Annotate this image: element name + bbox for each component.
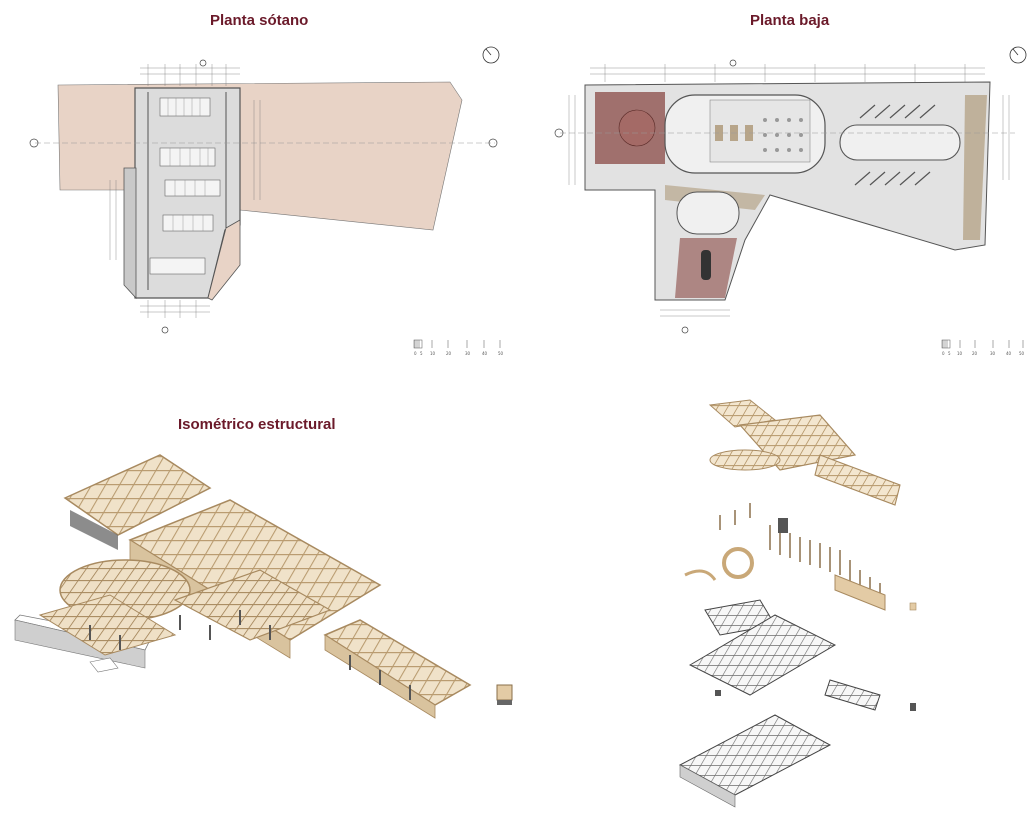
svg-text:40: 40 bbox=[482, 351, 488, 356]
basement-plan-title: Planta sótano bbox=[210, 12, 309, 29]
iso-upper-left-block bbox=[63, 454, 212, 536]
basement-plan-panel: Planta sótano bbox=[0, 0, 515, 375]
svg-text:10: 10 bbox=[957, 351, 963, 356]
svg-text:50: 50 bbox=[1019, 351, 1025, 356]
svg-text:30: 30 bbox=[990, 351, 996, 356]
svg-text:30: 30 bbox=[465, 351, 471, 356]
svg-text:10: 10 bbox=[430, 351, 436, 356]
isometric-structure-drawing bbox=[14, 454, 513, 719]
isometric-panel: Isométrico estructural bbox=[0, 400, 620, 815]
exploded-panel bbox=[620, 385, 1030, 815]
basement-scale-bar: 0 5 10 20 30 40 50 bbox=[413, 339, 504, 356]
north-arrow-icon bbox=[1009, 46, 1027, 64]
basement-plan-drawing: 0 5 10 20 30 40 50 bbox=[29, 46, 504, 356]
ground-bus-wing bbox=[839, 124, 961, 161]
north-arrow-icon bbox=[482, 46, 500, 64]
isometric-title: Isométrico estructural bbox=[178, 416, 336, 433]
exploded-roof-layer bbox=[708, 399, 901, 506]
exploded-structure-drawing bbox=[678, 399, 917, 808]
ground-lower-hall bbox=[676, 191, 740, 235]
ground-scale-bar: 0 5 10 20 30 40 50 bbox=[941, 339, 1025, 356]
basement-parking-stalls bbox=[149, 97, 221, 275]
svg-text:0: 0 bbox=[414, 351, 417, 356]
basement-ramp-left bbox=[123, 167, 137, 300]
svg-text:20: 20 bbox=[446, 351, 452, 356]
iso-lower-block bbox=[173, 569, 332, 641]
svg-text:5: 5 bbox=[948, 351, 951, 356]
iso-small-pavilion bbox=[496, 684, 513, 701]
ground-plan-drawing: 0 5 10 20 30 40 50 bbox=[554, 46, 1027, 356]
basement-ramp-right bbox=[207, 219, 241, 301]
svg-text:50: 50 bbox=[498, 351, 504, 356]
ground-plan-panel: Planta baja bbox=[515, 0, 1030, 375]
svg-text:40: 40 bbox=[1006, 351, 1012, 356]
exploded-steel-grid bbox=[688, 614, 837, 696]
ground-plan-title: Planta baja bbox=[750, 12, 830, 29]
svg-text:20: 20 bbox=[972, 351, 978, 356]
svg-text:5: 5 bbox=[420, 351, 423, 356]
svg-text:0: 0 bbox=[942, 351, 945, 356]
